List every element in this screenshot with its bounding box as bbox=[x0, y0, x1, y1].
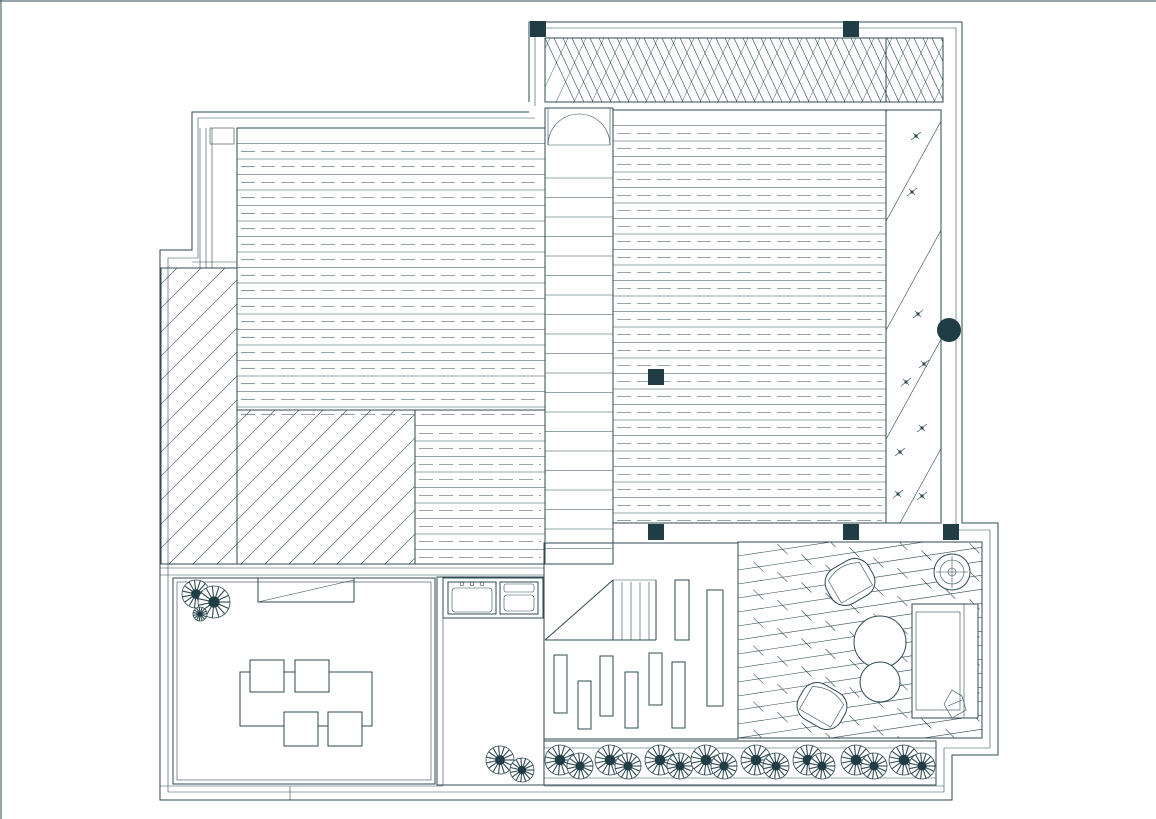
round-column-icon bbox=[937, 318, 961, 342]
square-column-icon bbox=[843, 21, 859, 37]
plant-icon bbox=[916, 491, 928, 501]
west-railing bbox=[192, 127, 237, 268]
armchair-icon bbox=[796, 682, 848, 730]
shrub-icon bbox=[192, 606, 208, 622]
plant-icon bbox=[910, 131, 922, 141]
square-column-icon bbox=[648, 524, 664, 540]
sink-icon bbox=[447, 581, 497, 615]
deck-south bbox=[414, 409, 546, 565]
dining-room bbox=[172, 577, 436, 785]
plant-icon bbox=[918, 359, 930, 369]
shrub-icon bbox=[509, 757, 535, 783]
east-planter bbox=[885, 109, 942, 524]
west-paving bbox=[160, 267, 416, 565]
shrub-icon bbox=[485, 745, 515, 775]
fire-pit-icon bbox=[933, 553, 971, 591]
plant-icon bbox=[943, 689, 967, 719]
shrub-icon bbox=[808, 752, 836, 780]
shrub-icon bbox=[614, 752, 642, 780]
plant-icon bbox=[894, 447, 906, 457]
square-column-icon bbox=[648, 369, 664, 385]
shrub-icon bbox=[908, 752, 936, 780]
plant-icon bbox=[912, 309, 924, 319]
square-column-icon bbox=[530, 21, 546, 37]
shrub-icon bbox=[666, 752, 694, 780]
square-column-icon bbox=[843, 524, 859, 540]
deck-east bbox=[612, 109, 887, 524]
shrub-icon bbox=[762, 752, 790, 780]
double-door-icon bbox=[547, 108, 611, 146]
plant-icon bbox=[900, 377, 912, 387]
stair-flight bbox=[544, 107, 657, 641]
outer-walls bbox=[159, 21, 999, 801]
armchair-icon bbox=[824, 558, 876, 606]
shrub-icon bbox=[710, 752, 738, 780]
stepping-stone-garden bbox=[543, 542, 739, 740]
deck-west bbox=[236, 127, 546, 416]
plant-icon bbox=[906, 187, 918, 197]
sink-icon bbox=[499, 581, 539, 615]
sofa-icon bbox=[911, 603, 979, 719]
hatched-roof-band bbox=[544, 37, 944, 103]
square-column-icon bbox=[943, 524, 959, 540]
plant-icon bbox=[916, 423, 928, 433]
shrub-icon bbox=[860, 752, 888, 780]
plant-icon bbox=[892, 489, 904, 499]
round-table-icon bbox=[853, 615, 907, 703]
shrub-icon bbox=[566, 752, 594, 780]
